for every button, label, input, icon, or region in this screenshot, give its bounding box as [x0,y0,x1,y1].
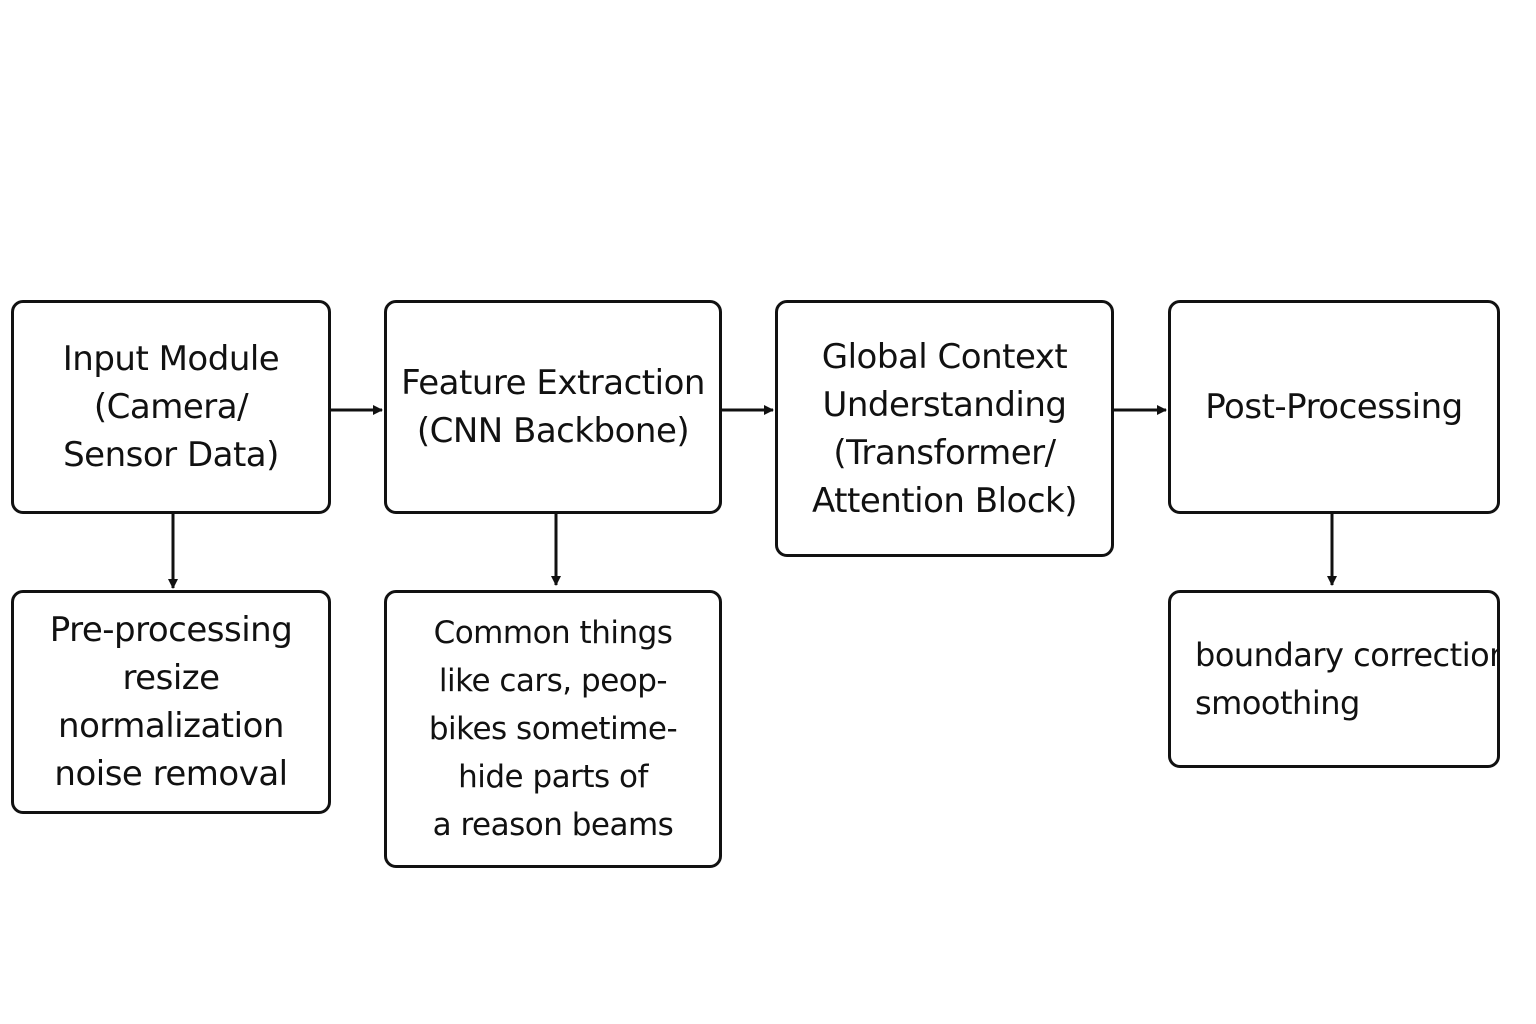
node-label-line: Sensor Data) [63,435,279,475]
node-label-line: a reason beams [432,807,674,843]
node-label-line: Input Module [62,339,280,379]
node-label-line: normalization [58,706,284,746]
node-label-line: Understanding [822,384,1067,425]
post-processing-node: Post-Processing [1168,300,1500,514]
node-label-line: like cars, peop- [438,663,668,699]
node-label-line: bikes sometime- [428,711,678,747]
node-label-line: smoothing [1195,684,1360,722]
input-module-node: Input Module (Camera/ Sensor Data) [11,300,331,514]
node-label-line: Post-Processing [1205,387,1463,427]
node-label-line: noise removal [54,754,288,794]
node-label-line: Feature Extraction [401,363,705,403]
boundary-correction-node: boundary correction smoothing [1168,590,1500,768]
node-label-line: Global Context [821,336,1068,377]
node-label-line: (Camera/ [93,387,249,427]
common-things-node: Common things like cars, peop- bikes som… [384,590,722,868]
node-label-line: boundary correction [1195,636,1500,674]
node-label-line: Common things [433,615,673,651]
node-label-line: resize [122,658,220,698]
node-label-line: hide parts of [458,759,648,795]
node-label-line: Pre-processing [49,610,293,650]
feature-extraction-node: Feature Extraction (CNN Backbone) [384,300,722,514]
node-label-line: Attention Block) [812,480,1077,521]
pre-processing-node: Pre-processing resize normalization nois… [11,590,331,814]
node-label-line: (Transformer/ [833,432,1056,473]
global-context-node: Global Context Understanding (Transforme… [775,300,1114,557]
node-label-line: (CNN Backbone) [416,411,690,451]
